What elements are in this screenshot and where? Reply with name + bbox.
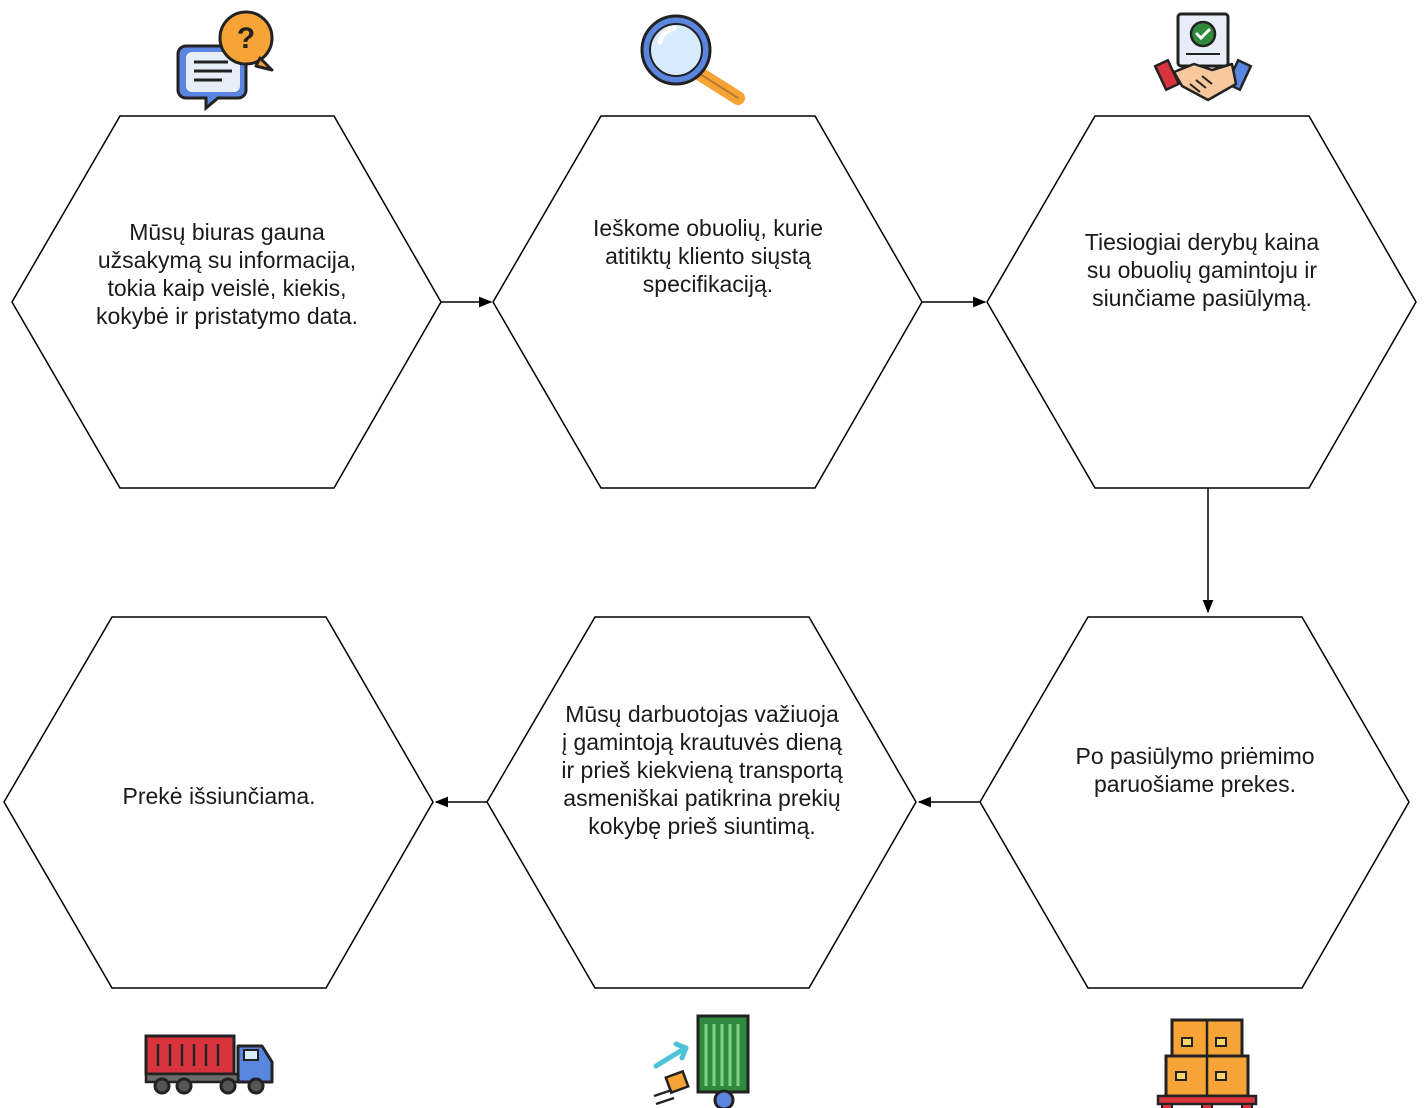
step5-label: Mūsų darbuotojas važiuoja į gamintoją kr…: [561, 701, 843, 839]
container-truck-icon: [144, 1034, 274, 1095]
step3-hexagon: [986, 115, 1417, 489]
step1-label: Mūsų biuras gauna užsakymą su informacij…: [95, 219, 359, 329]
handshake-contract-icon: [1153, 12, 1253, 102]
container-loading-icon: [653, 1014, 750, 1108]
step1-hexagon: [11, 115, 442, 489]
pallet-boxes-icon: [1156, 1018, 1258, 1108]
chat-question-icon: ?: [176, 10, 274, 112]
step6-hexagon: [3, 616, 434, 989]
step4-label: Po pasiūlymo priėmimo paruošiame prekes.: [1075, 743, 1315, 797]
step2-hexagon: [492, 115, 923, 489]
step3-label: Tiesiogiai derybų kaina su obuolių gamin…: [1084, 229, 1320, 311]
magnifier-icon: [640, 14, 745, 105]
step6-label: Prekė išsiunčiama.: [122, 783, 316, 809]
svg-text:?: ?: [237, 22, 255, 55]
step2-label: Ieškome obuolių, kurie atitiktų kliento …: [592, 215, 824, 297]
step4-hexagon: [979, 616, 1410, 989]
